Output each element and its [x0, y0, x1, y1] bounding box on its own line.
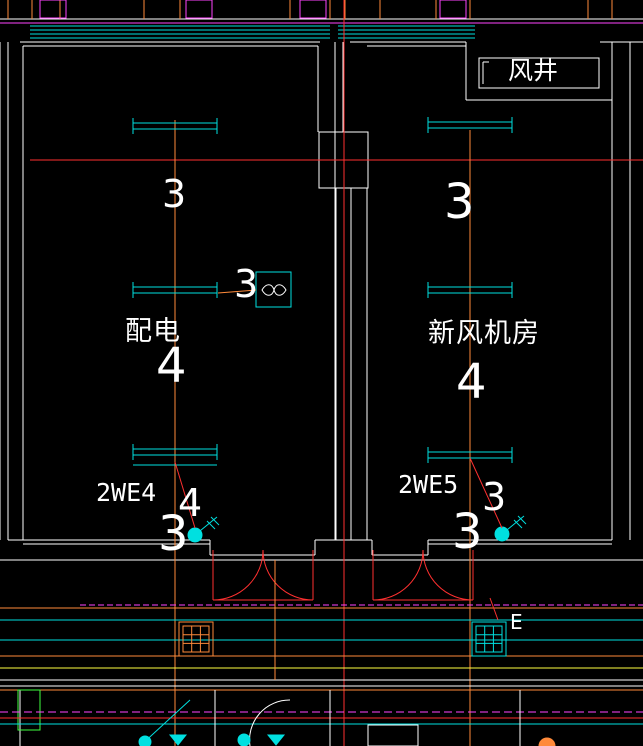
lower-box-green [17, 689, 41, 731]
markup-left-bottom-a: 4 [178, 481, 203, 525]
lower-box [367, 724, 419, 746]
markup-right-top: 3 [444, 174, 475, 230]
door-swing [372, 549, 424, 601]
sprinkler-head-icon [513, 519, 523, 529]
room-name-left: 配电 [125, 316, 181, 347]
sprinkler-head-icon [206, 520, 216, 530]
lower-node [237, 733, 251, 746]
floor-drain-icon [178, 621, 214, 657]
grid-label-e: E [510, 610, 523, 634]
markup-right-bottom-a: 3 [482, 475, 507, 519]
markup-left-top: 3 [162, 172, 187, 216]
lower-triangle [168, 734, 188, 746]
lower-triangle [266, 734, 286, 746]
shaft-label-box [478, 57, 600, 89]
shaft-label: 风井 [508, 56, 559, 85]
facade-panel [185, 0, 213, 19]
markup-right-bottom-b: 3 [452, 504, 483, 560]
floor-drain-icon [182, 625, 210, 653]
pipe-bend [489, 597, 499, 621]
room-name-right: 新风机房 [428, 318, 540, 349]
fan-coil-branch [217, 289, 257, 294]
markup-left-mid: 4 [156, 338, 187, 394]
sprinkler-branch [469, 457, 503, 529]
markup-left-fan: 3 [234, 262, 259, 306]
facade-panel [299, 0, 327, 19]
sprinkler-head-icon [517, 515, 527, 525]
equipment-tag-right: 2WE5 [398, 470, 459, 499]
floor-drain-icon [475, 625, 503, 653]
sprinkler-branch [174, 461, 196, 529]
lower-node [138, 735, 152, 746]
fan-coil-unit-icon [261, 284, 287, 296]
facade-panel [39, 0, 67, 19]
door-swing [262, 549, 314, 601]
sprinkler-head-icon [210, 516, 220, 526]
door-swing [422, 549, 474, 601]
markup-left-bottom-b: 3 [158, 506, 189, 562]
equipment-tag-left: 2WE4 [96, 478, 157, 507]
lower-node [538, 737, 556, 746]
floor-drain-icon [471, 621, 507, 657]
fan-coil-unit-icon [255, 271, 292, 308]
door-swing [212, 549, 264, 601]
lower-arc [249, 699, 291, 746]
markup-right-mid: 4 [456, 354, 487, 410]
facade-panel [439, 0, 467, 19]
